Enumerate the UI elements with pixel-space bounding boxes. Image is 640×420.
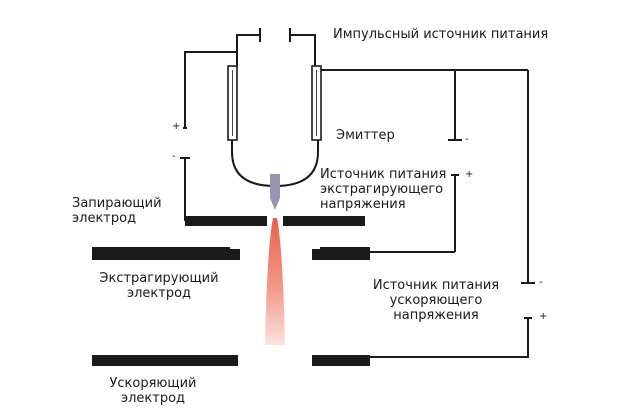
ion-beam [265, 218, 285, 345]
extracting-electrode-right [312, 247, 370, 260]
label-emitter: Эмиттер [336, 128, 395, 143]
blocking-electrode-left [185, 216, 267, 226]
wire-pulse-left [236, 34, 260, 66]
label-accelerating-electrode: Ускоряющий электрод [109, 376, 197, 406]
label-pulse-source: Импульсный источник питания [333, 27, 549, 42]
label-extracting-source: Источник питания экстрагирующего напряже… [320, 167, 447, 212]
accelerating-electrode-right [312, 355, 370, 366]
accel-source-plus-sign: + [539, 311, 548, 322]
blocking-electrode-right [283, 216, 365, 226]
extracting-electrode-left [92, 247, 240, 260]
electrodes [92, 216, 370, 366]
extract-source-minus-sign: - [465, 134, 469, 145]
accelerating-electrode-left [92, 355, 238, 366]
wire-accel-bottom [370, 318, 529, 358]
emitter-tip [270, 174, 280, 210]
label-accelerating-source: Источник питания ускоряющего напряжения [372, 278, 500, 323]
label-extracting-electrode: Экстрагирующий электрод [99, 271, 219, 301]
accel-source-minus-sign: - [539, 277, 543, 288]
label-blocking-electrode: Запирающий электрод [72, 196, 162, 226]
wire-blocking-top [184, 51, 237, 128]
extract-source-plus-sign: + [465, 169, 474, 180]
blocking-source-plus-sign: + [172, 121, 181, 132]
blocking-source-minus-sign: - [172, 151, 176, 162]
wires [180, 28, 535, 358]
wire-pulse-right [290, 34, 316, 66]
